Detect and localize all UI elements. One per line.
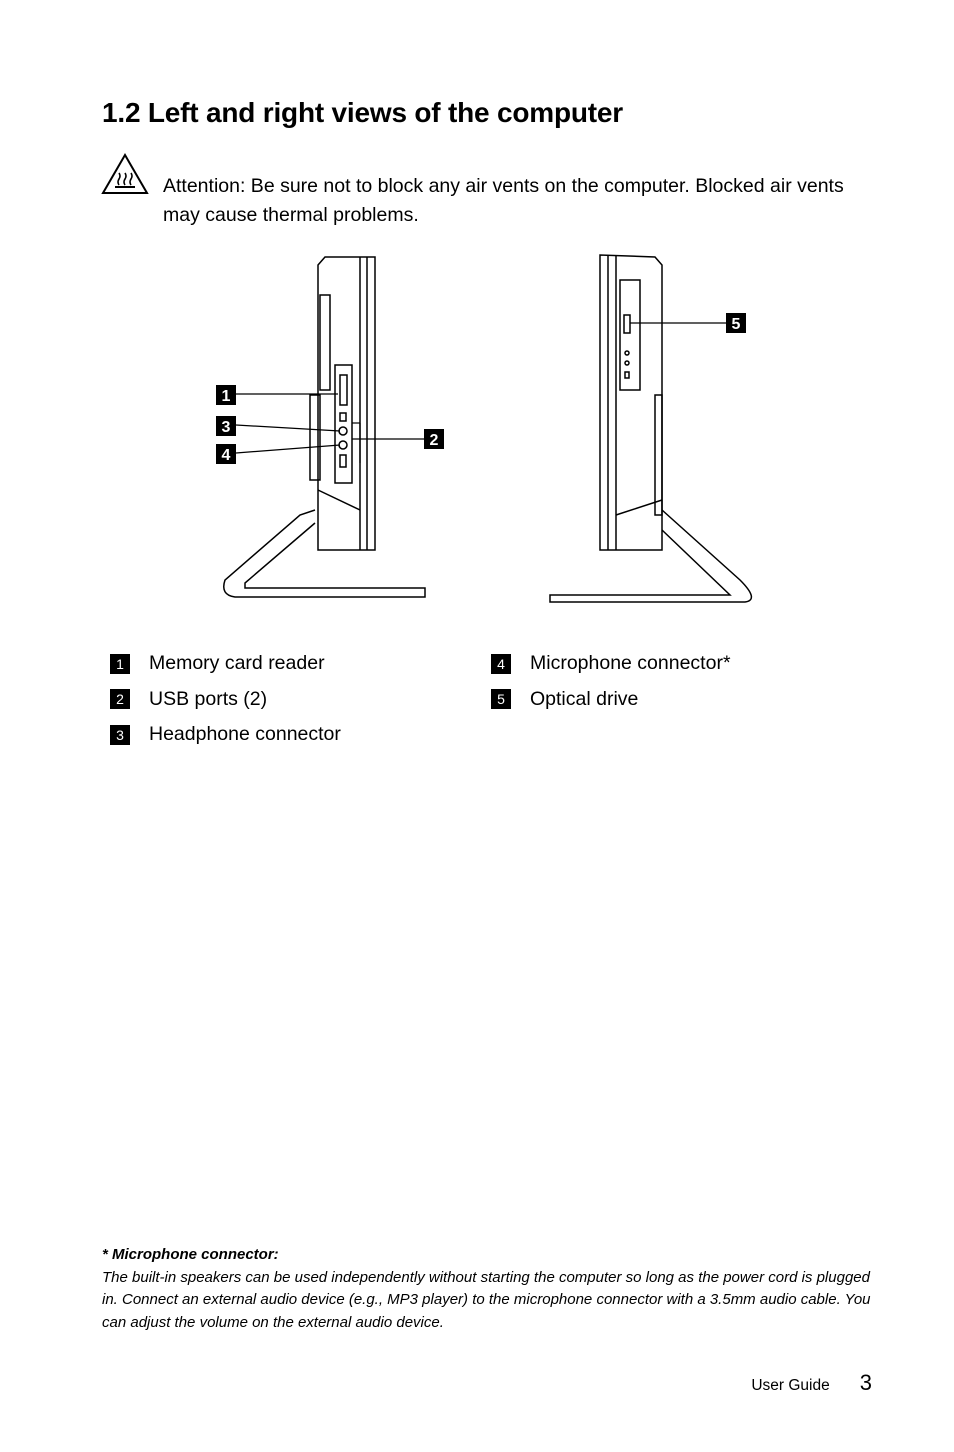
legend-item: 4 Microphone connector* bbox=[491, 646, 731, 682]
legend-label: Memory card reader bbox=[149, 652, 325, 675]
legend-label: Optical drive bbox=[530, 687, 639, 710]
legend-right: 4 Microphone connector* 5 Optical drive bbox=[491, 646, 731, 717]
page-title: 1.2 Left and right views of the computer bbox=[102, 97, 623, 128]
hot-surface-warning-icon bbox=[101, 153, 149, 194]
callout-leader-lines bbox=[235, 322, 726, 463]
legend-label: Headphone connector bbox=[149, 723, 341, 746]
callout-1: 1 bbox=[216, 385, 236, 405]
legend-number: 5 bbox=[491, 689, 511, 710]
legend-item: 3 Headphone connector bbox=[110, 717, 341, 753]
page-footer: User Guide 3 bbox=[751, 1370, 872, 1396]
legend-label: Microphone connector* bbox=[530, 652, 731, 675]
legend-item: 1 Memory card reader bbox=[110, 646, 341, 682]
legend-number: 4 bbox=[491, 653, 511, 674]
footer-label: User Guide bbox=[751, 1377, 830, 1394]
attention-note: Attention: Be sure not to block any air … bbox=[163, 172, 873, 230]
svg-text:2: 2 bbox=[430, 432, 439, 449]
attention-body: Be sure not to block any air vents on th… bbox=[163, 175, 844, 226]
page-number: 3 bbox=[859, 1370, 872, 1395]
legend-number: 2 bbox=[110, 689, 130, 710]
footnote-title: * Microphone connector: bbox=[102, 1246, 279, 1263]
legend-item: 2 USB ports (2) bbox=[110, 682, 341, 718]
footnote-body: The built-in speakers can be used indepe… bbox=[102, 1268, 871, 1331]
attention-label: Attention: bbox=[163, 175, 246, 197]
computer-side-views-figure: 1 3 4 2 5 bbox=[216, 254, 753, 603]
svg-text:1: 1 bbox=[222, 388, 231, 405]
callout-4: 4 bbox=[216, 444, 236, 464]
callout-3: 3 bbox=[216, 416, 236, 436]
callout-5: 5 bbox=[726, 313, 746, 333]
legend-left: 1 Memory card reader 2 USB ports (2) 3 H… bbox=[110, 646, 341, 753]
svg-text:5: 5 bbox=[732, 316, 741, 333]
legend-number: 1 bbox=[110, 653, 130, 674]
svg-text:3: 3 bbox=[222, 419, 231, 436]
legend-number: 3 bbox=[110, 724, 130, 745]
callout-2: 2 bbox=[424, 429, 444, 449]
footnote: * Microphone connector: The built-in spe… bbox=[102, 1244, 882, 1334]
right-side-view bbox=[549, 254, 753, 603]
svg-text:4: 4 bbox=[222, 447, 231, 464]
legend-item: 5 Optical drive bbox=[491, 682, 731, 718]
left-side-view bbox=[223, 256, 426, 598]
legend-label: USB ports (2) bbox=[149, 687, 268, 710]
